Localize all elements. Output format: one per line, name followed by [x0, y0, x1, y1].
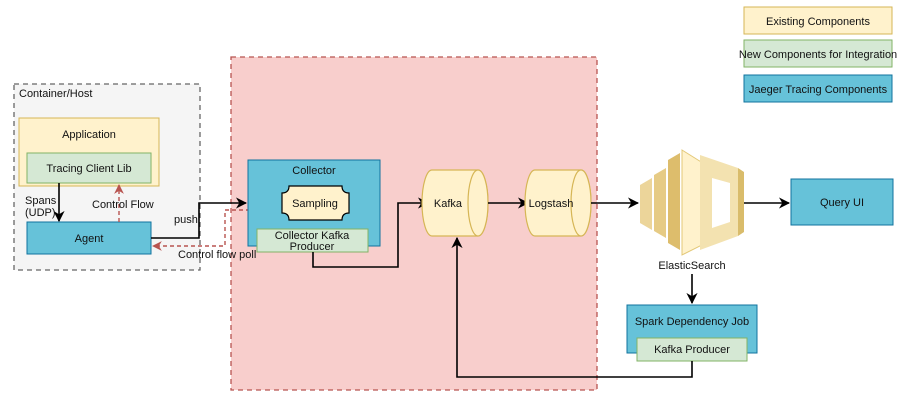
kafka-label: Kafka — [434, 198, 463, 210]
application-label: Application — [62, 129, 116, 141]
legend-existing-swatch — [743, 6, 893, 35]
sampling-shape[interactable] — [281, 185, 350, 221]
tracing-client-lib-box[interactable] — [26, 152, 152, 184]
collector-kafka-producer-label-line1: Collector Kafka — [275, 230, 350, 242]
query-ui-label: Query UI — [820, 197, 864, 209]
query-ui-box[interactable] — [790, 178, 894, 226]
push-arrow — [151, 197, 248, 239]
agent-label: Agent — [75, 233, 104, 245]
spans-label-line2: (UDP) — [25, 207, 56, 219]
collector-to-kafka-arrow — [312, 197, 430, 268]
kafka-node[interactable] — [421, 169, 489, 237]
spans-label-line1: Spans — [25, 195, 57, 207]
spark-dependency-job-label: Spark Dependency Job — [635, 316, 749, 328]
control-flow-poll-arrow — [152, 209, 292, 251]
spark-kafka-producer-label: Kafka Producer — [654, 344, 730, 356]
legend-jaeger-swatch — [743, 74, 893, 103]
collector-label: Collector — [292, 165, 336, 177]
elasticsearch-icon[interactable] — [640, 149, 744, 256]
spark-to-kafka-arrow — [451, 236, 693, 378]
sampling-label: Sampling — [292, 198, 338, 210]
control-flow-poll-label: Control flow poll — [178, 249, 256, 261]
collector-kafka-producer-label-line2: Producer — [290, 241, 335, 253]
tracing-client-lib-label: Tracing Client Lib — [46, 163, 131, 175]
container-host-label: Container/Host — [19, 88, 92, 100]
legend-jaeger-label: Jaeger Tracing Components — [749, 84, 888, 96]
logstash-label: Logstash — [529, 198, 574, 210]
elasticsearch-label: ElasticSearch — [658, 260, 725, 272]
push-label: push — [174, 214, 198, 226]
logstash-node[interactable] — [524, 169, 592, 237]
legend-existing-label: Existing Components — [766, 16, 870, 28]
legend-new-label: New Components for Integration — [739, 49, 897, 61]
control-flow-label: Control Flow — [92, 199, 154, 211]
legend-new-swatch — [743, 39, 893, 68]
